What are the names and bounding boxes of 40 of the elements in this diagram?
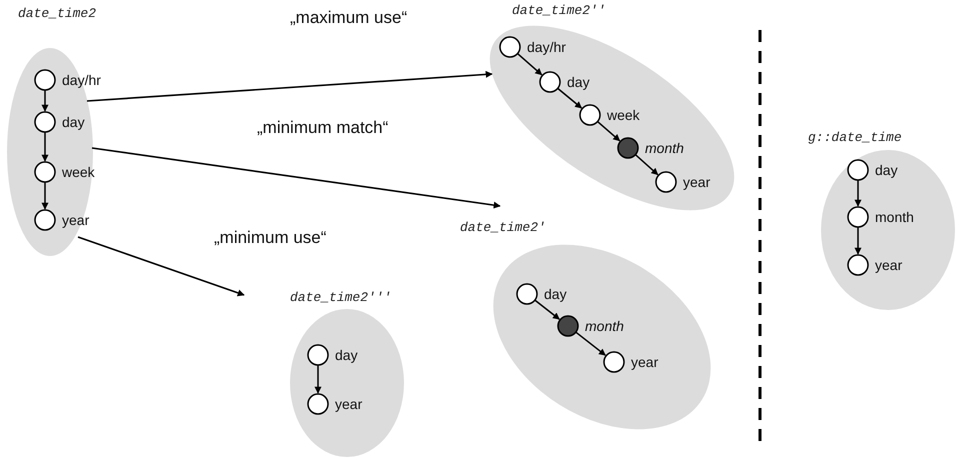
type-name: date_time2'' <box>512 3 606 18</box>
arrow <box>854 227 862 255</box>
unit-label: week <box>607 107 640 123</box>
arrow <box>575 332 606 356</box>
unit-label: week <box>62 164 95 180</box>
unit-label: month <box>645 140 684 156</box>
edge-label: „maximum use“ <box>288 8 410 28</box>
arrow <box>78 236 245 296</box>
unit-label: day <box>62 114 85 130</box>
type-name: date_time2' <box>460 220 546 235</box>
arrow <box>534 300 560 320</box>
unit-label: month <box>585 318 624 334</box>
arrow <box>634 154 658 176</box>
type-name: date_time2 <box>18 6 96 21</box>
arrow <box>42 132 48 162</box>
arrow <box>314 365 322 394</box>
edge-label: „minimum match“ <box>255 118 390 138</box>
arrow <box>86 70 493 102</box>
arrow <box>42 90 48 112</box>
unit-label: day <box>544 286 567 302</box>
arrow <box>92 147 501 209</box>
unit-label: day <box>875 162 898 178</box>
edge-label: „minimum use“ <box>212 228 328 248</box>
type-name: date_time2''' <box>290 290 392 305</box>
arrow <box>854 180 862 207</box>
unit-label: year <box>335 396 362 412</box>
unit-label: day/hr <box>527 39 566 55</box>
unit-label: year <box>875 257 902 273</box>
arrow <box>42 182 48 210</box>
unit-label: year <box>631 354 658 370</box>
unit-label: day <box>567 74 590 90</box>
type-name: g::date_time <box>808 130 902 145</box>
arrow <box>597 120 620 142</box>
unit-label: month <box>875 209 914 225</box>
unit-label: day <box>335 347 358 363</box>
unit-label: year <box>62 212 90 228</box>
unit-label: year <box>683 174 710 190</box>
unit-label: day/hr <box>62 72 101 88</box>
arrow <box>557 88 582 109</box>
arrow <box>517 53 542 76</box>
